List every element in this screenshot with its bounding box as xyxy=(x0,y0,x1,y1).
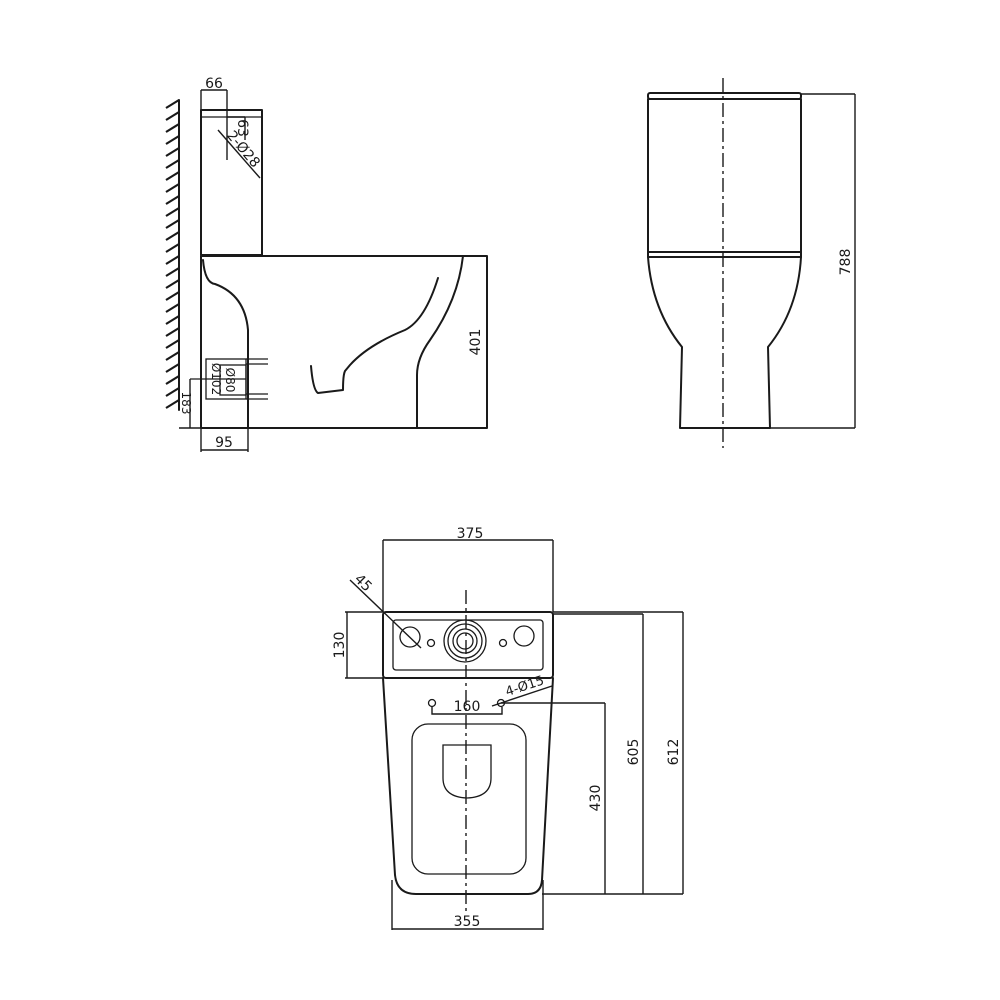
dim-430: 430 xyxy=(588,785,604,812)
plan-view: 375 45 130 160 4-Ø15 xyxy=(332,526,684,930)
seat-line xyxy=(647,251,802,258)
tank-plan xyxy=(382,611,554,679)
dim-dia102: Ø102 xyxy=(209,363,223,395)
pan-side-outline xyxy=(200,255,488,429)
fixing-hole-left xyxy=(427,698,437,708)
wall-hatch xyxy=(165,99,180,409)
tank-hole-left xyxy=(399,626,421,648)
front-elevation: 788 xyxy=(647,78,856,448)
seat-opening xyxy=(411,723,527,875)
flush-valve-outer xyxy=(443,619,487,663)
bowl-plan xyxy=(442,744,492,799)
pan-plan xyxy=(382,677,554,895)
dim-160: 160 xyxy=(454,699,481,715)
side-elevation: 66 63 2-Ø28 Ø102 Ø80 183 95 401 xyxy=(165,76,488,452)
dim-dia80: Ø80 xyxy=(223,368,237,393)
pan-front xyxy=(647,256,802,429)
dim-788: 788 xyxy=(838,249,854,276)
dim-66: 66 xyxy=(205,76,223,92)
dim-612: 612 xyxy=(666,739,682,766)
dim-355: 355 xyxy=(454,914,481,930)
dim-375: 375 xyxy=(457,526,484,542)
bowl-trap xyxy=(310,277,439,394)
tank-hole-right xyxy=(513,625,535,647)
dim-63: 63 xyxy=(234,119,250,137)
dim-130: 130 xyxy=(332,632,348,659)
dim-45: 45 xyxy=(351,571,375,595)
pan-back-curve xyxy=(202,259,249,429)
dim-183: 183 xyxy=(179,392,193,415)
dim-401: 401 xyxy=(468,329,484,356)
cistern-front xyxy=(647,98,802,253)
pan-front-curve xyxy=(416,255,464,429)
dim-95: 95 xyxy=(215,435,233,451)
outlet-inner xyxy=(219,364,247,396)
dim-605: 605 xyxy=(626,739,642,766)
